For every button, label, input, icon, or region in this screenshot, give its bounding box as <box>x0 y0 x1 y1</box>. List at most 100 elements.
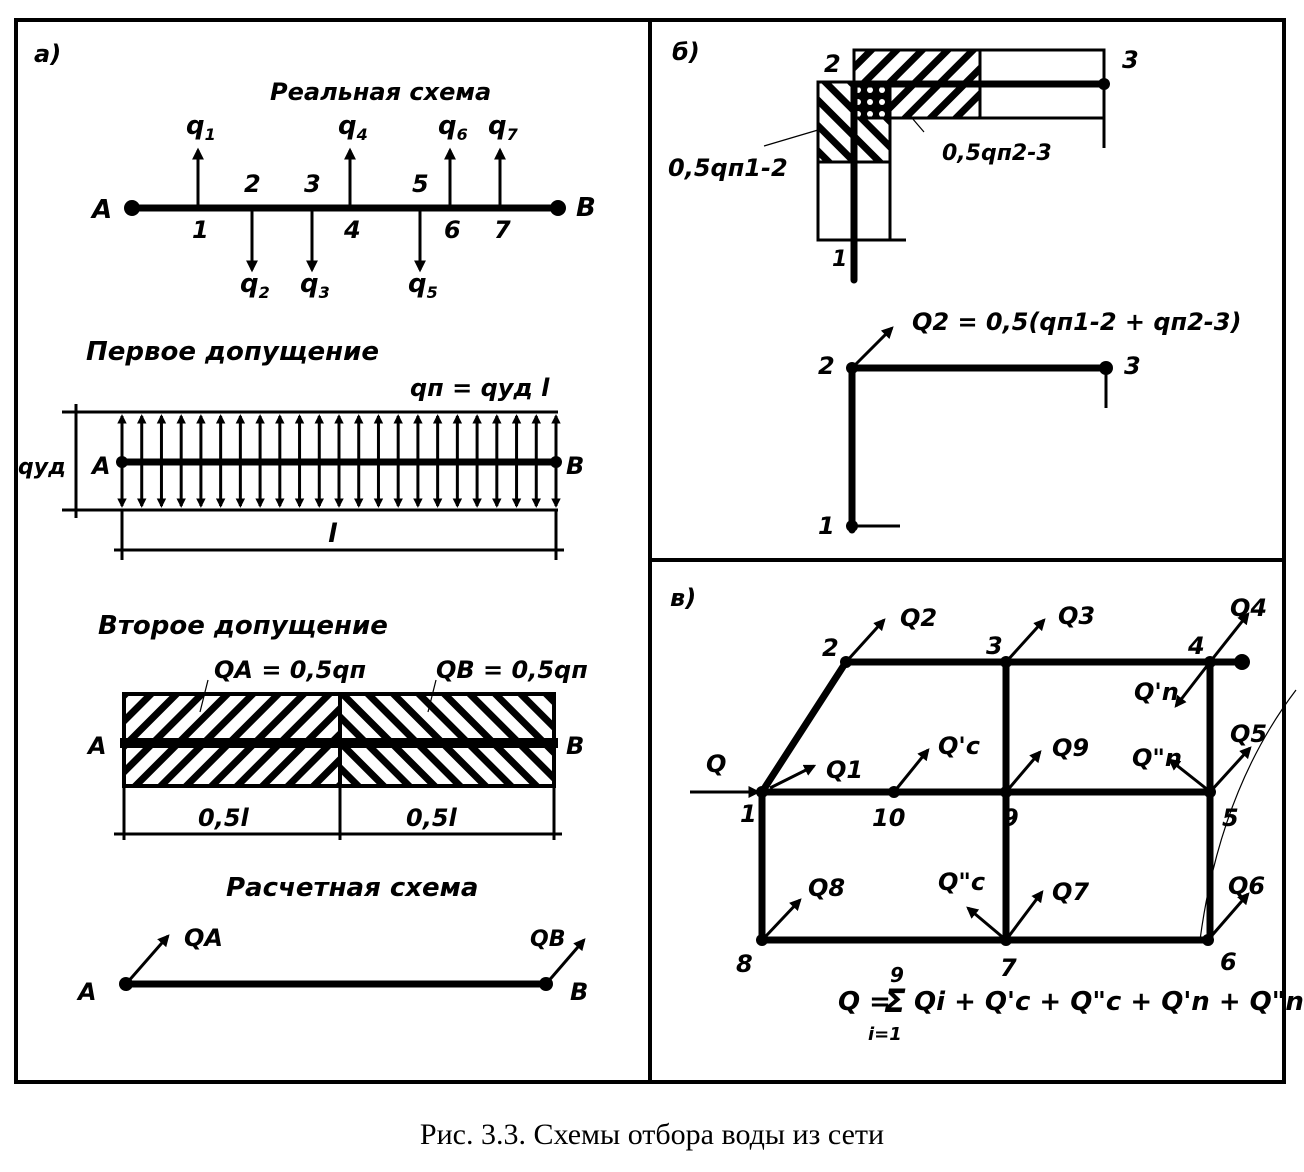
node-dot-7 <box>1000 934 1012 946</box>
figure-caption: Рис. 3.3. Схемы отбора воды из сети <box>419 1118 885 1151</box>
second-assumption-title: Второе допущение <box>98 611 388 641</box>
point-label-6: 6 <box>444 216 461 244</box>
panel-b: б) 2 3 1 0,5qп1-2 0,5qп2-3 <box>668 38 1241 540</box>
node-label-3: 3 <box>986 632 1003 660</box>
node-1-dot <box>846 520 858 532</box>
leader-12 <box>763 129 819 147</box>
flow-arrow-q1 <box>769 764 817 790</box>
flow-arrow-q3 <box>1004 618 1046 664</box>
flow-label-qn2: Q"n <box>1132 744 1182 772</box>
half-right-label: 0,5l <box>406 804 458 832</box>
node-dot-8 <box>756 934 768 946</box>
end-label-a: A <box>90 452 111 480</box>
flow-label-q4: Q4 <box>1230 594 1267 622</box>
withdrawal-label-6: q6 <box>438 111 468 144</box>
node-label-6: 6 <box>1220 948 1237 976</box>
qud-label: qуд <box>18 455 66 480</box>
balance-rhs: Qi + Q'c + Q"c + Q'n + Q"n <box>914 987 1304 1017</box>
point-label-4: 4 <box>343 216 361 244</box>
end-label-b: B <box>566 732 584 760</box>
node-1-label: 1 <box>818 512 835 540</box>
half-left-label: 0,5l <box>198 804 250 832</box>
node-3-label: 3 <box>1122 46 1139 74</box>
node-dot-5 <box>1204 786 1216 798</box>
hatch-area-23-bottom <box>888 82 982 120</box>
node-label-10: 10 <box>872 804 905 832</box>
flow-arrow-q7 <box>1004 890 1044 941</box>
sum-sign: Σ <box>884 982 906 1020</box>
node-label-4: 4 <box>1187 632 1205 660</box>
length-label: l <box>328 519 338 549</box>
qb-arrow <box>544 938 586 985</box>
node-label-5: 5 <box>1222 804 1239 832</box>
qa-arrow <box>124 934 170 985</box>
inflow-label: Q <box>706 750 726 778</box>
point-label-5: 5 <box>412 170 429 198</box>
withdrawal-label-3: q3 <box>300 269 330 302</box>
sum-top: 9 <box>890 963 904 987</box>
hatch-area-12-right <box>852 116 892 164</box>
sum-bottom: i=1 <box>868 1024 902 1045</box>
flow-label-qn1: Q'n <box>1134 678 1179 706</box>
flow-label-q9: Q9 <box>1052 734 1089 762</box>
balance-formula: Q = Σ 9 i=1 Qi + Q'c + Q"c + Q'n + Q"n <box>838 963 1304 1045</box>
end-label-b: B <box>570 978 588 1006</box>
label-05qn12: 0,5qп1-2 <box>668 154 788 182</box>
node-2-label: 2 <box>824 50 841 78</box>
leader-23 <box>911 117 925 133</box>
flow-arrow-q9 <box>1004 750 1042 793</box>
overlap-area <box>852 82 892 120</box>
node-dot-1 <box>756 786 768 798</box>
point-label-2: 2 <box>244 170 261 198</box>
flow-label-q6: Q6 <box>1228 872 1265 900</box>
flow-arrow-q4 <box>1208 612 1250 663</box>
node-dot-4 <box>1204 656 1216 668</box>
flow-label-q2: Q2 <box>900 604 937 632</box>
panel-b-label: б) <box>672 38 700 66</box>
flow-label-q7: Q7 <box>1052 878 1089 906</box>
distributed-arrows <box>117 414 561 508</box>
service-area-diagram: 2 3 1 0,5qп1-2 0,5qп2-3 <box>668 46 1139 284</box>
real-scheme-title: Реальная схема <box>270 78 491 106</box>
flow-arrow-q6 <box>1206 892 1250 941</box>
arc-line <box>1199 689 1297 941</box>
qa-flow-label: QA <box>184 924 223 952</box>
flow-arrow-q8 <box>764 898 802 938</box>
flow-arrow-qc1 <box>892 748 930 793</box>
withdrawal-label-2: q2 <box>240 269 270 302</box>
withdrawal-label-4: q4 <box>338 111 368 144</box>
panel-v-label: в) <box>670 584 696 612</box>
flow-arrows <box>764 612 1252 942</box>
end-label-a: A <box>90 195 112 225</box>
balance-lhs: Q = <box>838 987 891 1017</box>
flow-arrow-qn1 <box>1174 661 1212 708</box>
withdrawal-label-5: q5 <box>408 269 438 302</box>
point-label-7: 7 <box>494 216 511 244</box>
flow-label-q1: Q1 <box>826 756 863 784</box>
node-dot-10 <box>888 786 900 798</box>
leader-qb <box>427 679 437 713</box>
blank-area-12-left <box>816 160 856 242</box>
q2-formula: Q2 = 0,5(qп1-2 + qп2-3) <box>912 308 1241 336</box>
panel-a-label: а) <box>34 40 61 68</box>
end-label-a: A <box>76 978 97 1006</box>
label-05qn23: 0,5qп2-3 <box>942 141 1052 166</box>
end-label-b: B <box>566 452 584 480</box>
flow-label-q8: Q8 <box>808 874 845 902</box>
node-label-9: 9 <box>1002 804 1019 832</box>
qb-flow-label: QB <box>530 927 565 952</box>
hatch-area-12-left <box>816 80 856 164</box>
withdrawal-label-7: q7 <box>488 111 519 144</box>
node-3-dot <box>1099 361 1113 375</box>
flow-arrow-q5 <box>1208 746 1252 794</box>
node-1-label: 1 <box>832 247 847 272</box>
qb-label: QB = 0,5qп <box>436 656 588 684</box>
point-label-1: 1 <box>192 216 209 244</box>
node-a-dot <box>124 200 140 216</box>
withdrawal-label-1: q1 <box>186 111 216 144</box>
flow-label-qc2: Q"c <box>938 868 985 896</box>
node-b-dot <box>550 200 566 216</box>
